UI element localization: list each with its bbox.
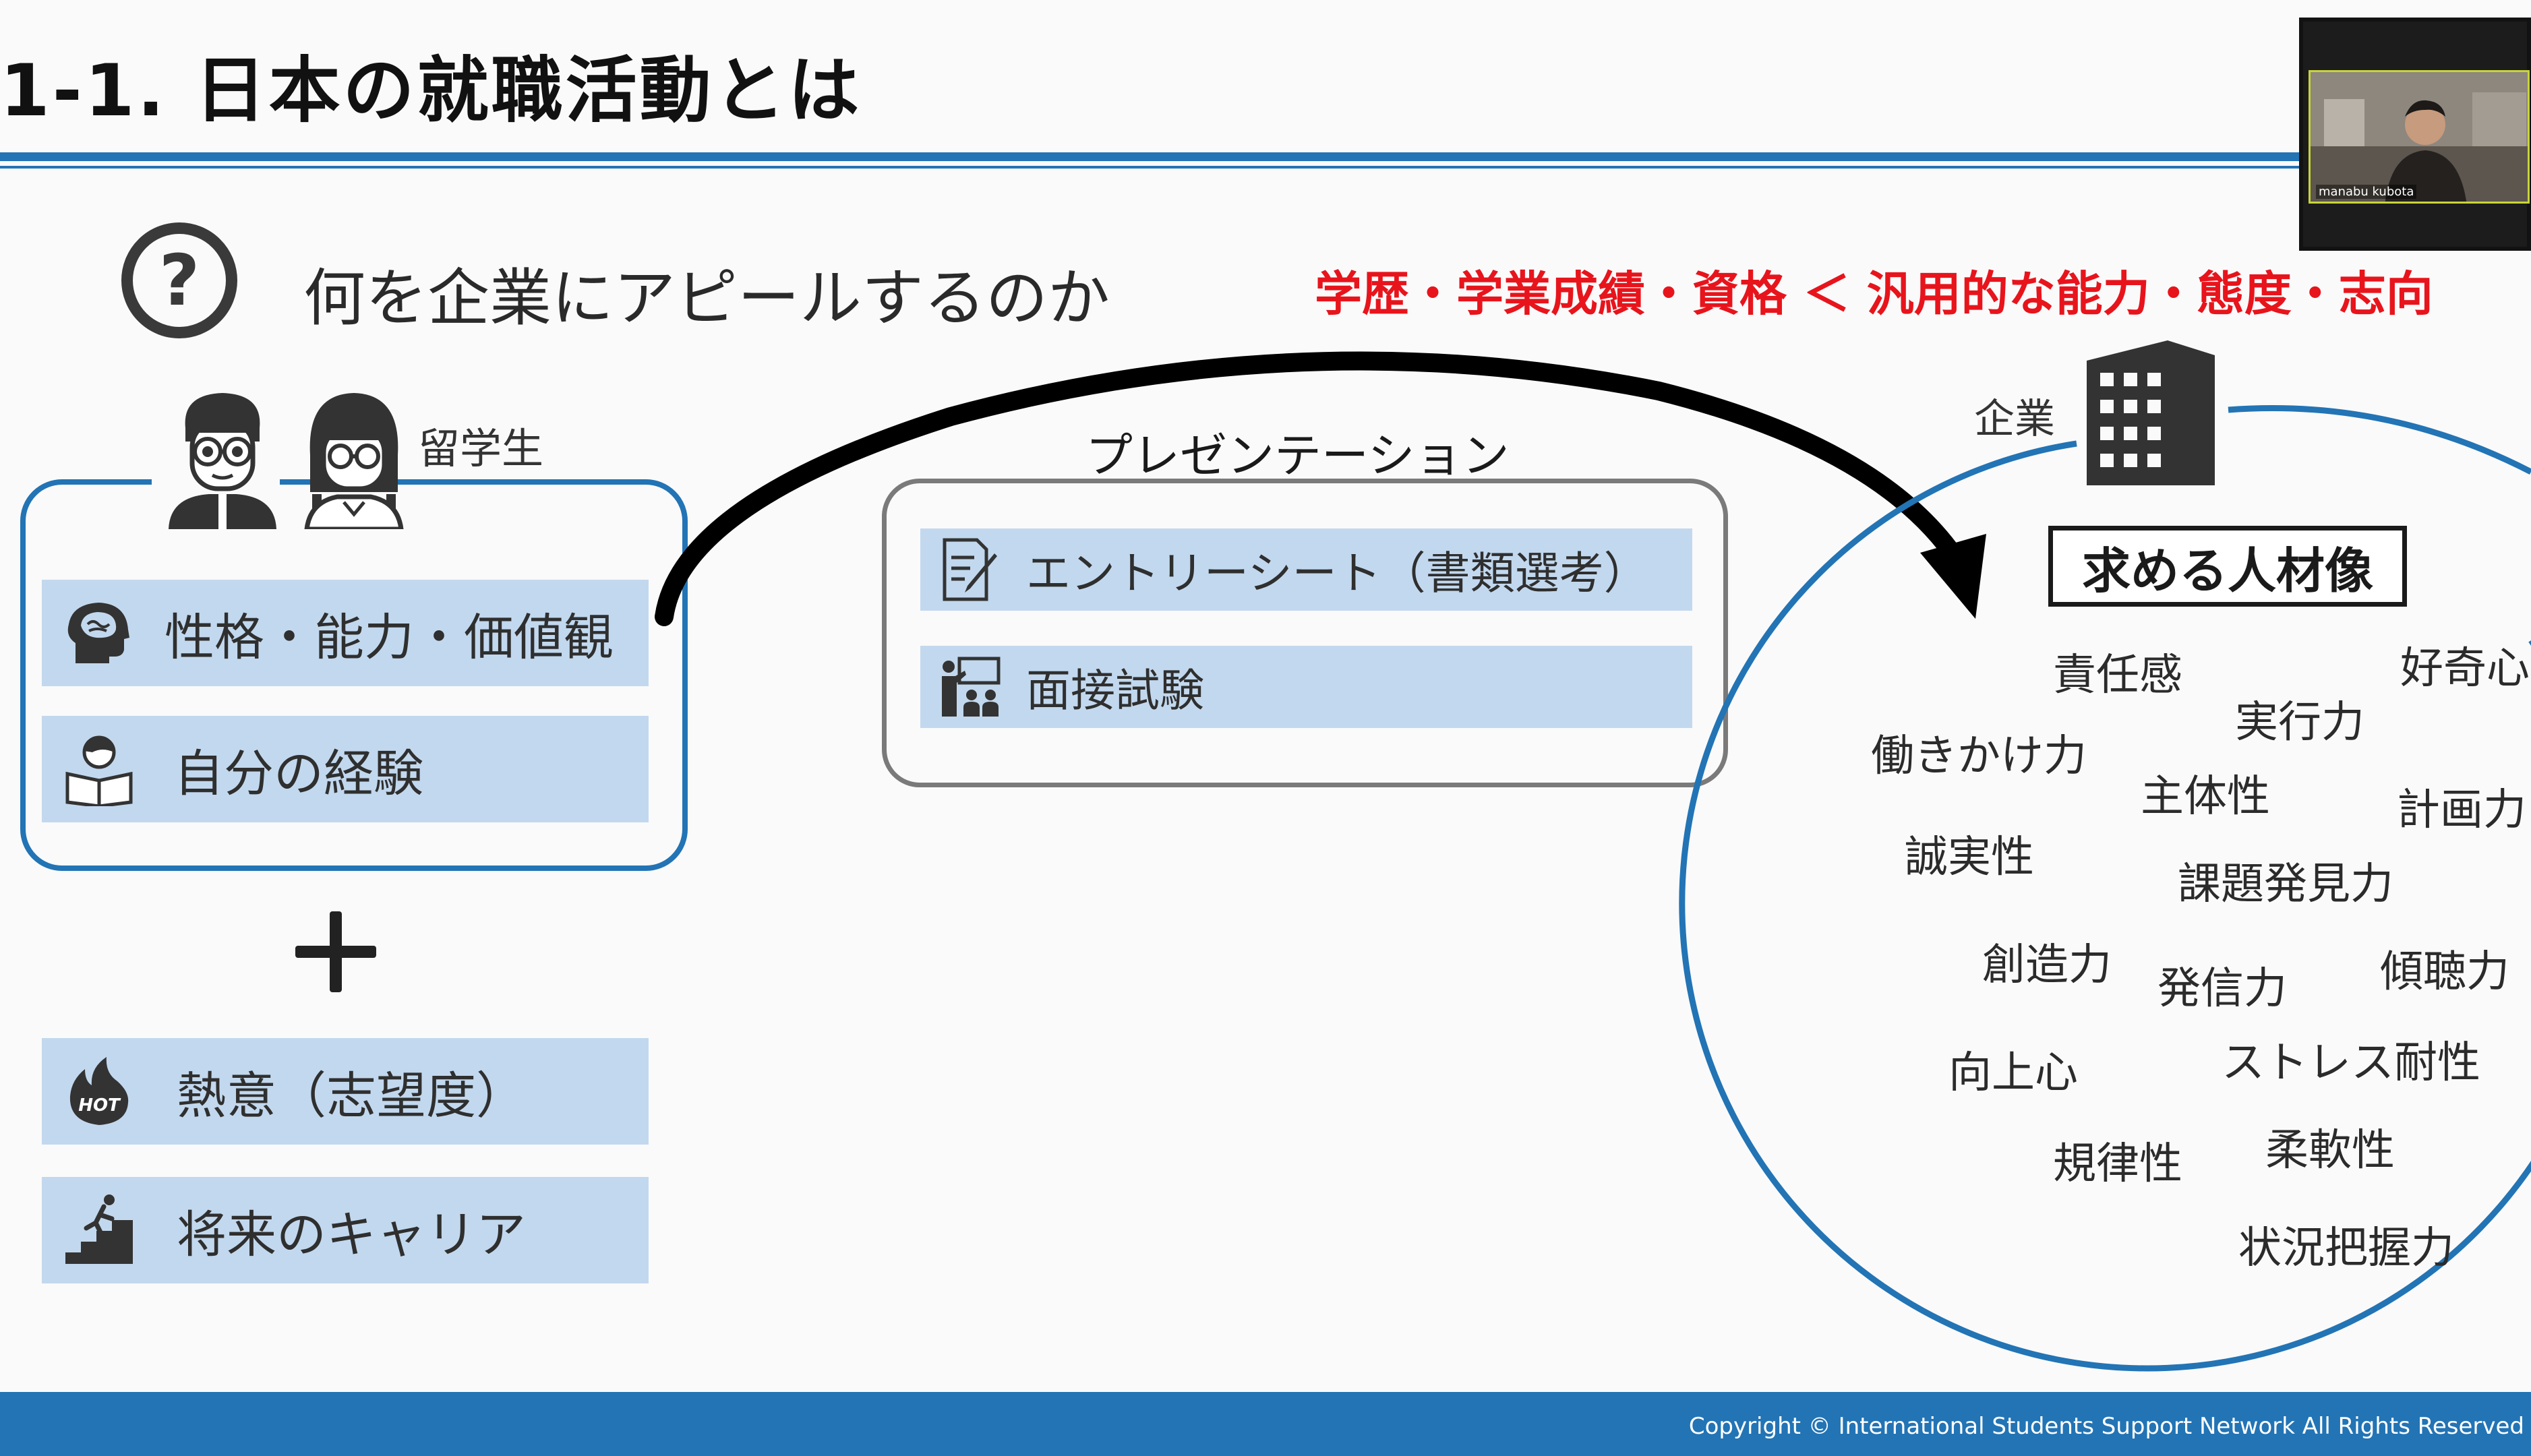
climbing-stairs-icon	[65, 1194, 133, 1264]
female-student-icon	[304, 393, 404, 529]
presentation-item-interview: 面接試験	[920, 646, 1692, 728]
trait: 向上心	[1948, 1048, 2078, 1098]
company-label: 企業	[1974, 396, 2055, 443]
video-feed: manabu kubota	[2309, 70, 2530, 204]
slide-title: 1-1. 日本の就職活動とは	[0, 49, 862, 132]
trait: 状況把握力	[2238, 1223, 2454, 1273]
hot-flame-icon: HOT	[69, 1057, 129, 1125]
extra-item-label: 将来のキャリア	[177, 1205, 526, 1264]
trait: 発信力	[2157, 964, 2287, 1014]
male-student-icon	[169, 393, 276, 529]
brain-head-icon	[67, 603, 129, 663]
plus-icon	[295, 911, 376, 992]
presentation-item-label: エントリーシート（書類選考）	[1026, 547, 1648, 599]
title-rule-thin	[0, 166, 2299, 169]
trait: 課題発見力	[2178, 859, 2393, 909]
interview-icon	[942, 657, 1001, 717]
extra-item-career: 将来のキャリア	[42, 1177, 649, 1283]
reading-person-icon	[65, 735, 133, 806]
trait: 柔軟性	[2265, 1126, 2395, 1176]
student-item-label: 性格・能力・価値観	[165, 608, 614, 667]
trait: 誠実性	[1905, 832, 2034, 882]
presentation-label: プレゼンテーション	[1085, 428, 1510, 483]
building-icon	[2087, 340, 2215, 485]
trait: 働きかけ力	[1871, 731, 2087, 781]
participant-name: manabu kubota	[2316, 185, 2417, 199]
ideal-candidate-title: 求める人材像	[2048, 526, 2407, 607]
trait: 主体性	[2141, 772, 2270, 822]
trait: 計画力	[2397, 785, 2526, 835]
trait: 傾聴力	[2380, 947, 2509, 997]
section-heading: 何を企業にアピールするのか	[303, 262, 1110, 334]
trait: 責任感	[2053, 650, 2182, 700]
participant-video[interactable]: manabu kubota	[2299, 18, 2531, 251]
extra-item-passion: HOT 熱意（志望度）	[42, 1038, 649, 1145]
copyright-text: Copyright © International Students Suppo…	[1688, 1413, 2524, 1440]
extra-item-label: 熱意（志望度）	[177, 1066, 526, 1125]
video-scene	[2311, 72, 2528, 202]
footer-bar	[0, 1392, 2531, 1456]
document-pen-icon	[943, 538, 997, 601]
trait: 実行力	[2235, 698, 2364, 748]
trait: 規律性	[2053, 1139, 2182, 1189]
student-item-label: 自分の経験	[174, 744, 423, 803]
presentation-item-entry-sheet: エントリーシート（書類選考）	[920, 528, 1692, 611]
title-rule	[0, 152, 2299, 161]
trait: ストレス耐性	[2222, 1038, 2480, 1088]
emphasis-text: 学歴・学業成績・資格 ＜ 汎用的な能力・態度・志向	[1315, 266, 2433, 322]
student-item-personality: 性格・能力・価値観	[42, 580, 649, 686]
presentation-frame	[882, 479, 1728, 787]
student-label: 留学生	[418, 424, 544, 473]
student-item-experience: 自分の経験	[42, 716, 649, 822]
hot-text: HOT	[78, 1095, 121, 1116]
trait: 創造力	[1982, 940, 2112, 990]
presentation-item-label: 面接試験	[1026, 665, 1204, 717]
trait: 好奇心	[2400, 644, 2530, 694]
